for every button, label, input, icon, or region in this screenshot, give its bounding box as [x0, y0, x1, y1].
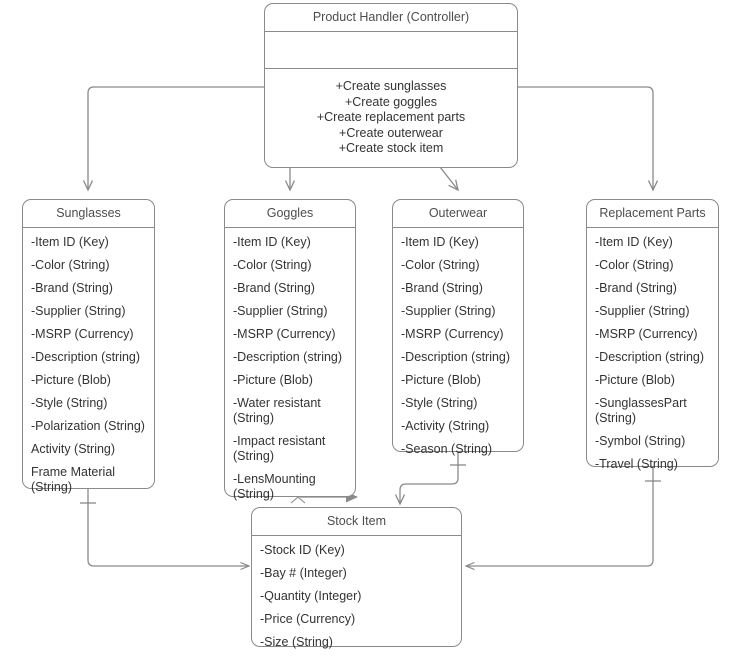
attribute-item: -Symbol (String) — [595, 434, 686, 448]
attribute-item: -Color (String) — [401, 258, 480, 272]
attribute-item: -Description (string) — [31, 350, 141, 364]
attribute-item: -Brand (String) — [31, 281, 113, 295]
attribute-item: -Picture (Blob) — [31, 373, 111, 387]
class-title-replacement-parts: Replacement Parts — [587, 200, 718, 228]
operation-item: +Create goggles — [344, 94, 438, 109]
class-attributes-goggles: -Item ID (Key) -Color (String) -Brand (S… — [225, 228, 355, 509]
operation-item: +Create stock item — [338, 141, 444, 155]
attribute-item: -SunglassesPart (String) — [595, 396, 691, 425]
attribute-item: -LensMounting (String) — [233, 472, 320, 501]
attribute-item: -Description (string) — [595, 350, 705, 364]
attribute-item: -Description (string) — [401, 350, 511, 364]
class-attributes-replacement-parts: -Item ID (Key) -Color (String) -Brand (S… — [587, 228, 718, 479]
attribute-item: -Brand (String) — [595, 281, 677, 295]
edge-replacement-parts-to-stock-item — [466, 467, 654, 566]
class-title-stock-item: Stock Item — [252, 508, 461, 536]
class-box-outerwear[interactable]: Outerwear -Item ID (Key) -Color (String)… — [392, 199, 524, 456]
attribute-item: -MSRP (Currency) — [595, 327, 698, 341]
edge-controller-to-sunglasses — [88, 86, 264, 190]
attribute-item: -Item ID (Key) — [401, 235, 479, 249]
attribute-item: -Style (String) — [31, 396, 108, 410]
attribute-item: -Supplier (String) — [401, 304, 496, 318]
class-title-outerwear: Outerwear — [393, 200, 523, 228]
attribute-item: -Color (String) — [595, 258, 674, 272]
class-box-stock-item[interactable]: Stock Item -Stock ID (Key) -Bay # (Integ… — [251, 507, 462, 649]
attribute-item: -Brand (String) — [233, 281, 315, 295]
attribute-item: -Supplier (String) — [595, 304, 690, 318]
attribute-item: -MSRP (Currency) — [233, 327, 336, 341]
attribute-item: -Item ID (Key) — [595, 235, 673, 249]
class-title-sunglasses: Sunglasses — [23, 200, 154, 228]
attribute-item: -Item ID (Key) — [31, 235, 109, 249]
attribute-item: -Quantity (Integer) — [260, 589, 362, 603]
attribute-item: -Picture (Blob) — [233, 373, 313, 387]
attribute-item: -Supplier (String) — [233, 304, 328, 318]
attribute-item: -MSRP (Currency) — [401, 327, 504, 341]
attribute-item: -Polarization (String) — [31, 419, 145, 433]
attribute-item: -Season (String) — [401, 442, 493, 456]
attribute-item: -Size (String) — [260, 635, 333, 649]
attribute-item: -Color (String) — [31, 258, 110, 272]
class-title-goggles: Goggles — [225, 200, 355, 228]
class-box-goggles[interactable]: Goggles -Item ID (Key) -Color (String) -… — [224, 199, 356, 501]
attribute-item: Frame Material (String) — [31, 465, 119, 494]
class-title-controller: Product Handler (Controller) — [265, 4, 517, 32]
attribute-item: -MSRP (Currency) — [31, 327, 134, 341]
class-box-replacement-parts[interactable]: Replacement Parts -Item ID (Key) -Color … — [586, 199, 719, 471]
class-attributes-sunglasses: -Item ID (Key) -Color (String) -Brand (S… — [23, 228, 154, 502]
class-attributes-controller — [265, 32, 517, 69]
attribute-item: -Travel (String) — [595, 457, 678, 471]
attribute-item: -Color (String) — [233, 258, 312, 272]
class-attributes-outerwear: -Item ID (Key) -Color (String) -Brand (S… — [393, 228, 523, 464]
attribute-item: -Price (Currency) — [260, 612, 356, 626]
attribute-item: Activity (String) — [31, 442, 116, 456]
attribute-item: -Style (String) — [401, 396, 478, 410]
class-attributes-stock-item: -Stock ID (Key) -Bay # (Integer) -Quanti… — [252, 536, 461, 657]
attribute-item: -Brand (String) — [401, 281, 483, 295]
attribute-item: -Water resistant (String) — [233, 396, 325, 425]
attribute-item: -Bay # (Integer) — [260, 566, 347, 580]
class-operations-controller: +Create sunglasses +Create goggles +Crea… — [265, 69, 517, 169]
attribute-item: -Impact resistant (String) — [233, 434, 329, 463]
operation-item: +Create replacement parts — [316, 110, 466, 124]
edge-controller-to-replacement-parts — [518, 86, 653, 190]
attribute-item: -Activity (String) — [401, 419, 490, 433]
class-box-controller[interactable]: Product Handler (Controller) +Create sun… — [264, 3, 518, 168]
attribute-item: -Description (string) — [233, 350, 343, 364]
attribute-item: -Item ID (Key) — [233, 235, 311, 249]
attribute-item: -Picture (Blob) — [595, 373, 675, 387]
class-box-sunglasses[interactable]: Sunglasses -Item ID (Key) -Color (String… — [22, 199, 155, 494]
attribute-item: -Supplier (String) — [31, 304, 126, 318]
attribute-item: -Stock ID (Key) — [260, 543, 345, 557]
operation-item: +Create sunglasses — [335, 79, 447, 93]
attribute-item: -Picture (Blob) — [401, 373, 481, 387]
edge-controller-to-outerwear — [439, 166, 458, 190]
operation-item: +Create outerwear — [339, 125, 443, 140]
